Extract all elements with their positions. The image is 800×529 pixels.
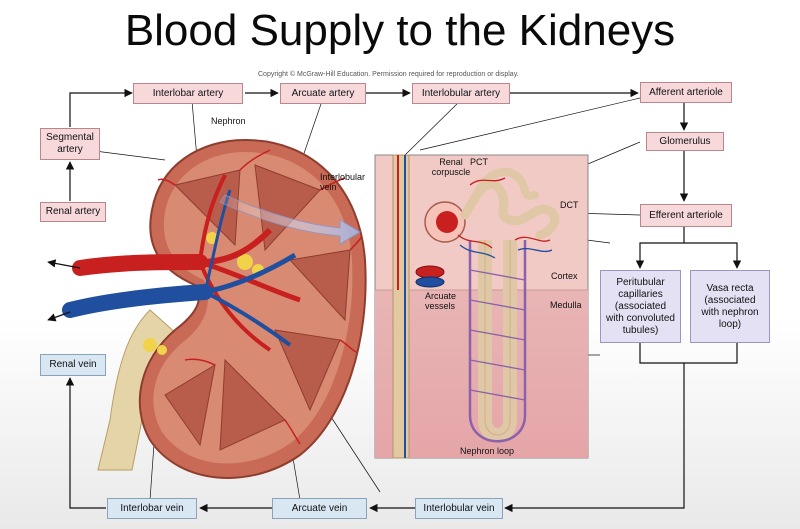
- arcuate-vessels-label: Arcuate vessels: [425, 291, 457, 311]
- renal-vein-box: Renal vein: [40, 354, 106, 376]
- copyright-notice: Copyright © McGraw-Hill Education. Permi…: [258, 71, 519, 78]
- zoom-arrow: [219, 194, 361, 245]
- cortex-label: Cortex: [551, 271, 578, 281]
- renal-corpuscle-label: Renal corpuscle: [431, 157, 471, 177]
- interlobular-artery-box: Interlobular artery: [412, 83, 510, 104]
- interlobar-artery-box: Interlobar artery: [133, 83, 243, 104]
- nephron-detail-panel: [374, 154, 589, 459]
- glomerulus-box: Glomerulus: [646, 132, 724, 151]
- peritubular-capillaries-box: Peritubular capillaries (associated with…: [600, 270, 681, 343]
- pct-label: PCT: [470, 157, 488, 167]
- renal-artery-box: Renal artery: [40, 202, 106, 222]
- medulla-label: Medulla: [550, 300, 582, 310]
- dct-label: DCT: [560, 200, 579, 210]
- interlobar-vein-box: Interlobar vein: [107, 498, 197, 519]
- vasa-recta-box: Vasa recta (associated with nephron loop…: [690, 270, 770, 343]
- interlobular-vein-label: Interlobular vein: [320, 172, 366, 192]
- page-title: Blood Supply to the Kidneys: [124, 6, 676, 55]
- arcuate-artery-box: Arcuate artery: [280, 83, 366, 104]
- arcuate-vein-box: Arcuate vein: [272, 498, 367, 519]
- afferent-arteriole-box: Afferent arteriole: [640, 82, 732, 103]
- efferent-arteriole-box: Efferent arteriole: [640, 204, 732, 227]
- interlobular-vein-box: Interlobular vein: [415, 498, 503, 519]
- nephron-loop-label: Nephron loop: [460, 446, 515, 456]
- nephron-label: Nephron: [211, 116, 246, 126]
- segmental-artery-box: Segmental artery: [40, 128, 100, 160]
- kidney-illustration: [47, 138, 367, 479]
- flow-connectors: [65, 88, 742, 513]
